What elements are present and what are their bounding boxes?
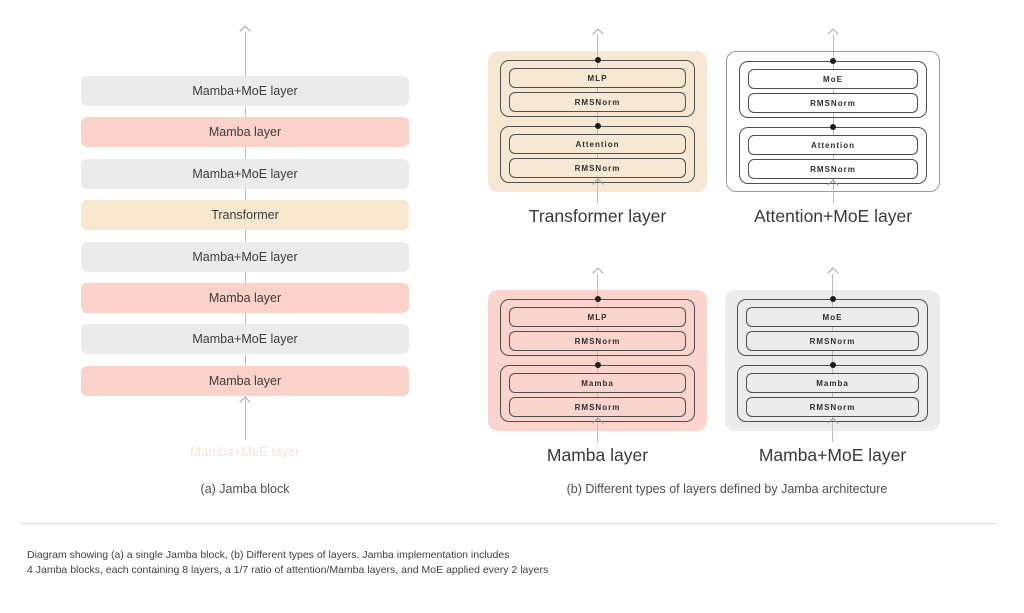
- residual-line: [597, 290, 598, 431]
- panel-body: MLP RMSNorm Mamba RMSNorm: [488, 290, 707, 431]
- panel-box: RMSNorm: [746, 397, 919, 417]
- arrow-up: [488, 267, 707, 290]
- residual-dot: [594, 296, 601, 302]
- stack-layer-label: Mamba+MoE layer: [192, 84, 298, 98]
- panel-attention-moe-layer: MoE RMSNorm Attention RMSNorm Attention+…: [726, 28, 940, 229]
- residual-line: [597, 51, 598, 192]
- stack-layer-label: Mamba+MoE layer: [192, 332, 298, 346]
- arrow-up: [726, 28, 940, 51]
- panel-body: MoE RMSNorm Attention RMSNorm: [726, 51, 940, 193]
- caption-a: (a) Jamba block: [200, 482, 290, 496]
- flow-line: [597, 192, 598, 203]
- flow-line: [597, 431, 598, 442]
- panel-box: RMSNorm: [509, 158, 686, 178]
- panel-caption: Mamba+MoE layer: [758, 445, 907, 465]
- panel-caption: Transformer layer: [528, 206, 667, 226]
- panel-box: RMSNorm: [746, 331, 919, 351]
- stack-layer: Mamba+MoE layer: [81, 242, 409, 272]
- stack-layer: Mamba layer: [81, 366, 409, 396]
- panel-box: RMSNorm: [509, 92, 686, 112]
- residual-group: Attention RMSNorm: [500, 126, 695, 183]
- residual-group: Mamba RMSNorm: [737, 365, 928, 422]
- footer-line-2: 4 Jamba blocks, each containing 8 layers…: [27, 563, 549, 576]
- stack-layer-label: Mamba+MoE layer: [192, 250, 298, 264]
- flow-line: [832, 431, 833, 442]
- panel-transformer-layer: MLP RMSNorm Attention RMSNorm Transforme…: [488, 28, 707, 229]
- residual-group: MoE RMSNorm: [737, 299, 928, 356]
- panel-box: Attention: [509, 134, 686, 154]
- stack-layer-label: Mamba layer: [208, 374, 282, 388]
- stack-layer-label: Mamba+MoE layer: [192, 167, 298, 181]
- panel-caption: Attention+MoE layer: [753, 206, 913, 226]
- arrow-up-icon: [239, 396, 251, 408]
- stack-layer-label: Transformer: [211, 208, 279, 222]
- footer-line-1: Diagram showing (a) a single Jamba block…: [27, 549, 510, 561]
- residual-dot: [594, 123, 601, 129]
- panel-mamba-moe-layer: MoE RMSNorm Mamba RMSNorm Mamba+MoE laye…: [725, 267, 940, 468]
- flow-line: [244, 32, 246, 440]
- panel-box: MLP: [509, 307, 686, 327]
- stack-layer: Mamba+MoE layer: [81, 159, 409, 189]
- panel-box: MLP: [509, 68, 686, 88]
- panel-box: MoE: [748, 69, 918, 89]
- panel-caption: Mamba layer: [546, 445, 649, 465]
- stack-layer: Mamba+MoE layer: [81, 76, 409, 106]
- residual-dot: [829, 296, 836, 302]
- residual-dot: [830, 58, 836, 64]
- arrow-up: [725, 267, 940, 290]
- flow-line: [832, 192, 834, 203]
- residual-line: [832, 52, 834, 193]
- stack-layer: Mamba+MoE layer: [81, 324, 409, 354]
- caption-b: (b) Different types of layers defined by…: [566, 482, 888, 496]
- jamba-block-stack: Mamba+MoE layer Mamba layer Mamba+MoE la…: [81, 0, 409, 500]
- stack-layer: Mamba layer: [81, 117, 409, 147]
- stack-layer-label: Mamba layer: [208, 125, 282, 139]
- footer-divider: [20, 523, 997, 524]
- stack-layer-label: Mamba layer: [208, 291, 282, 305]
- panel-box: RMSNorm: [748, 159, 918, 179]
- residual-group: MoE RMSNorm: [739, 61, 927, 118]
- arrow-up-icon: [239, 25, 251, 37]
- panel-box: Mamba: [509, 373, 686, 393]
- residual-group: MLP RMSNorm: [500, 299, 695, 356]
- residual-group: MLP RMSNorm: [500, 60, 695, 117]
- faded-ghost-label: Mamba+MoE layer: [190, 444, 300, 459]
- stack-layer: Transformer: [81, 200, 409, 230]
- residual-dot: [829, 362, 836, 368]
- residual-group: Mamba RMSNorm: [500, 365, 695, 422]
- residual-dot: [594, 57, 601, 63]
- residual-dot: [830, 124, 836, 130]
- residual-dot: [594, 362, 601, 368]
- panel-box: MoE: [746, 307, 919, 327]
- stack-layer: Mamba layer: [81, 283, 409, 313]
- panel-body: MLP RMSNorm Attention RMSNorm: [488, 51, 707, 192]
- panel-mamba-layer: MLP RMSNorm Mamba RMSNorm Mamba layer: [488, 267, 707, 468]
- panel-box: Attention: [748, 135, 918, 155]
- footer-description: Diagram showing (a) a single Jamba block…: [27, 548, 548, 577]
- arrow-up: [488, 28, 707, 51]
- panel-box: RMSNorm: [509, 397, 686, 417]
- residual-line: [832, 290, 833, 431]
- panel-box: Mamba: [746, 373, 919, 393]
- residual-group: Attention RMSNorm: [739, 127, 927, 184]
- panel-box: RMSNorm: [509, 331, 686, 351]
- panel-box: RMSNorm: [748, 93, 918, 113]
- panel-body: MoE RMSNorm Mamba RMSNorm: [725, 290, 940, 431]
